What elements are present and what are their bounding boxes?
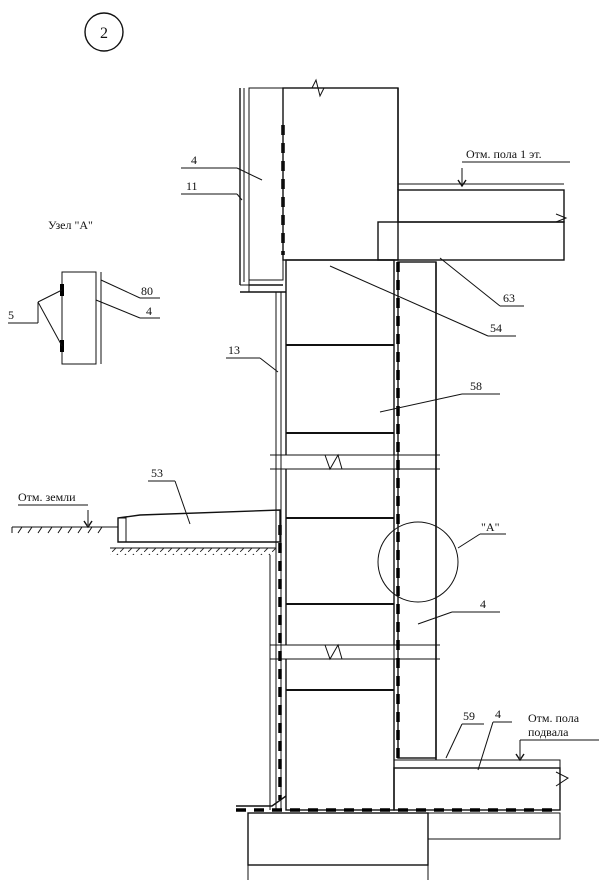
foundation bbox=[236, 795, 561, 880]
ground-mark: Отм. земли bbox=[18, 490, 76, 504]
basement-mark-line1: Отм. пола bbox=[528, 711, 580, 725]
detail-callout-4: 4 bbox=[146, 304, 152, 318]
detail-a: Узел "А" 5 80 4 bbox=[8, 218, 160, 365]
callout-63: 63 bbox=[503, 291, 515, 305]
basement-wall bbox=[270, 259, 440, 811]
basement-floor-insulation bbox=[393, 767, 561, 811]
node-a-marker: "А" bbox=[377, 520, 506, 603]
upper-masonry bbox=[282, 87, 399, 261]
floor-slab-beam bbox=[377, 221, 565, 261]
detail-callout-5: 5 bbox=[8, 308, 14, 322]
callout-4-top: 4 bbox=[191, 153, 197, 167]
detail-insulation bbox=[61, 271, 97, 365]
callout-4-mid: 4 bbox=[480, 597, 486, 611]
ground-area: Отм. земли bbox=[11, 490, 281, 810]
detail-title: Узел "А" bbox=[48, 218, 93, 232]
callout-11: 11 bbox=[186, 179, 198, 193]
blind-area bbox=[117, 509, 281, 543]
callout-4-bottom: 4 bbox=[495, 707, 501, 721]
upper-insulation bbox=[248, 87, 284, 281]
upper-wall bbox=[239, 78, 399, 293]
inner-insulation bbox=[393, 261, 437, 810]
callout-59: 59 bbox=[463, 709, 475, 723]
detail-callout-80: 80 bbox=[141, 284, 153, 298]
callout-54: 54 bbox=[490, 321, 502, 335]
floor1-mark: Отм. пола 1 эт. bbox=[466, 147, 542, 161]
node-a-label: "А" bbox=[481, 520, 500, 534]
floor-slab: Отм. пола 1 эт. bbox=[377, 147, 570, 261]
foundation-slab bbox=[247, 812, 429, 866]
callouts: 4 11 13 53 63 54 58 4 59 4 bbox=[148, 153, 524, 771]
basement-mark-line2: подвала bbox=[528, 725, 569, 739]
callout-58: 58 bbox=[470, 379, 482, 393]
sheet-number-badge: 2 bbox=[84, 12, 124, 52]
callout-53: 53 bbox=[151, 466, 163, 480]
sheet-number: 2 bbox=[100, 25, 108, 42]
callout-13: 13 bbox=[228, 343, 240, 357]
basement-floor: Отм. пола подвала bbox=[393, 711, 599, 811]
wall-blocks bbox=[285, 259, 395, 811]
